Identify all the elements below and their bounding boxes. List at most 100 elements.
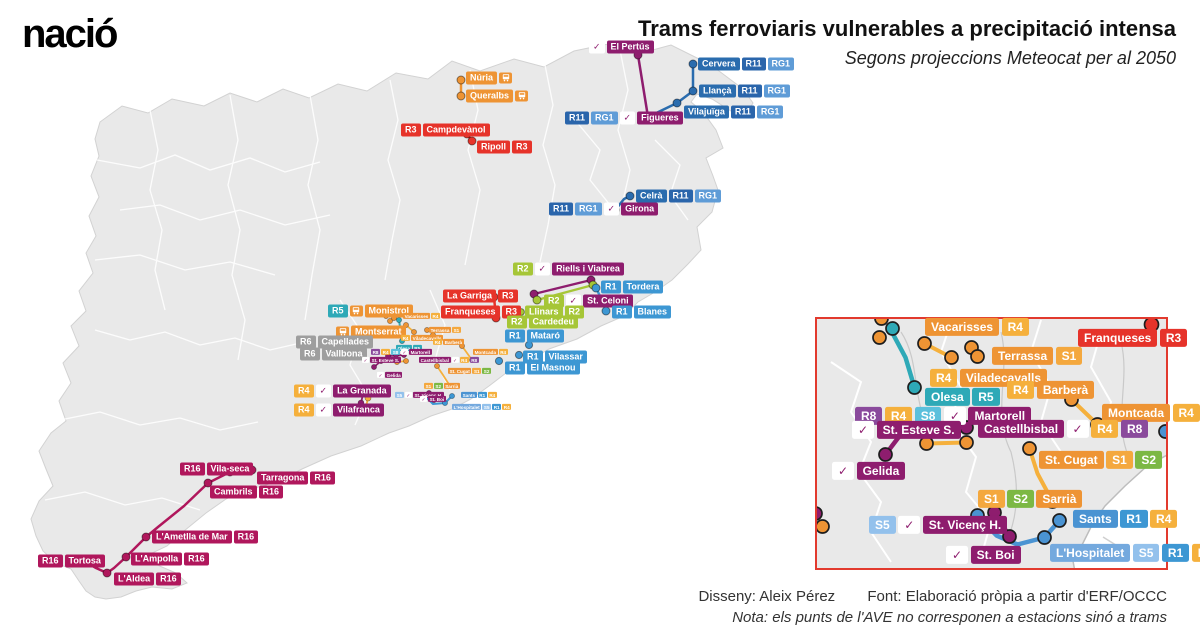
la-granada-label: La Granada	[333, 384, 391, 398]
gelida-inset-label: Gelida	[856, 461, 906, 481]
tordera-label: Tordera	[622, 280, 664, 294]
franqueses-inset-tag-R3: R3	[1159, 328, 1188, 348]
cardedeu-tag-R2: R2	[507, 315, 527, 329]
rail-line-segment	[887, 325, 917, 390]
viladecavalls-inset-tag-R4: R4	[930, 368, 958, 388]
terrassa-mini-label: Terrassa	[429, 326, 452, 334]
llanca-tag-RG1: RG1	[763, 84, 791, 98]
campdevanol-tag-R3: R3	[401, 123, 421, 137]
ametlla-label: L'Ametlla de Mar	[152, 530, 232, 544]
st-vicenc-mini-label: S5✓St. Vicenç H.	[395, 391, 444, 399]
franqueses-tag-R3: R3	[501, 305, 522, 319]
castellbisbal-inset-tag-R4: R4	[1091, 419, 1119, 439]
station-dot	[514, 350, 524, 360]
olesa-mini-tag-R5: R5	[412, 344, 422, 352]
sarria-inset-label: Sarrià	[1036, 489, 1083, 509]
footer: Disseny: Aleix Pérez Font: Elaboració pr…	[670, 588, 1167, 626]
st-vicenc-inset-label: St. Vicenç H.	[922, 515, 1008, 535]
station-dot	[872, 330, 887, 345]
st-boi-inset-label: ✓St. Boi	[946, 545, 1021, 565]
martorell-mini-tag-R4: R4	[381, 348, 391, 356]
station-dot	[102, 568, 112, 578]
station-dot	[203, 478, 213, 488]
la-granada-tag-R4: R4	[294, 384, 314, 398]
credit-source: Font: Elaboració pròpia a partir d'ERF/O…	[867, 588, 1167, 605]
st-boi-mini-label: St. Boi	[428, 395, 446, 403]
girona-tag-RG1: RG1	[575, 202, 602, 216]
footer-note: Nota: els punts de l'AVE no corresponen …	[732, 609, 1167, 626]
sants-inset-tag-R4: R4	[1150, 509, 1178, 529]
station-dot	[591, 283, 601, 293]
sants-mini-tag-R4: R4	[487, 391, 497, 399]
vilassar-label: Vilassar	[544, 350, 587, 364]
station-dot	[917, 336, 932, 351]
girona-label: Girona	[621, 202, 659, 216]
gelida-inset-label: ✓Gelida	[832, 461, 906, 481]
figueres-label: Figueres	[637, 111, 683, 125]
sarria-mini-tag-S2: S2	[433, 382, 443, 390]
la-garriga-tag-R3: R3	[498, 289, 518, 303]
montserrat-label: Montserrat	[351, 325, 406, 339]
castellbisbal-mini-label: Castellbisbal	[419, 356, 451, 364]
st-esteve-mini-label: St. Esteve S.	[370, 356, 401, 364]
hospitalet-inset-tag-S5: S5	[1132, 543, 1160, 563]
st-boi-inset-label: St. Boi	[970, 545, 1021, 565]
page-title: Trams ferroviaris vulnerables a precipit…	[637, 16, 1176, 41]
station-dot	[959, 435, 974, 450]
llinars-label: Llinars	[525, 305, 563, 319]
ripoll-label: Ripoll	[477, 140, 510, 154]
station-dot	[817, 519, 830, 534]
martorell-mini-tag-R8: R8	[371, 348, 381, 356]
rack-railway-icon	[336, 326, 349, 338]
queralbs-label: Queralbs	[466, 89, 514, 103]
ametlla-tag-R16: R16	[233, 530, 259, 544]
blanes-tag-R1: R1	[612, 305, 632, 319]
hospitalet-inset-tag-R4: R4	[1191, 543, 1200, 563]
mataro-tag-R1: R1	[505, 329, 525, 343]
tordera-tag-R1: R1	[601, 280, 621, 294]
ave-check-icon: ✓	[619, 111, 636, 125]
ave-check-icon: ✓	[315, 403, 332, 417]
nuria-label: Núria	[466, 71, 513, 85]
vila-seca-label: Vila-seca	[206, 462, 254, 476]
rail-line-segment	[436, 365, 451, 387]
station-dot	[141, 532, 151, 542]
vilafranca-label: Vilafranca	[333, 403, 384, 417]
st-esteve-mini-label: ✓St. Esteve S.	[362, 356, 401, 364]
station-dot	[1002, 529, 1017, 544]
ampolla-tag-R16: R16	[184, 552, 209, 566]
ave-check-icon: ✓	[1066, 419, 1089, 439]
station-dot	[387, 318, 393, 324]
station-dot	[672, 98, 682, 108]
el-pertus-label: ✓El Pertús	[589, 40, 654, 54]
ave-check-icon: ✓	[420, 395, 428, 403]
st-cugat-inset-tag-S2: S2	[1135, 450, 1163, 470]
st-cugat-mini-tag-S1: S1	[472, 367, 482, 375]
hospitalet-inset-label: L'Hospitalet	[1050, 543, 1131, 563]
ave-check-icon: ✓	[315, 384, 332, 398]
castellbisbal-mini-tag-R4: R4	[459, 356, 469, 364]
martorell-inset-tag-R4: R4	[884, 406, 913, 426]
montcada-inset-label: Montcada	[1102, 403, 1171, 423]
